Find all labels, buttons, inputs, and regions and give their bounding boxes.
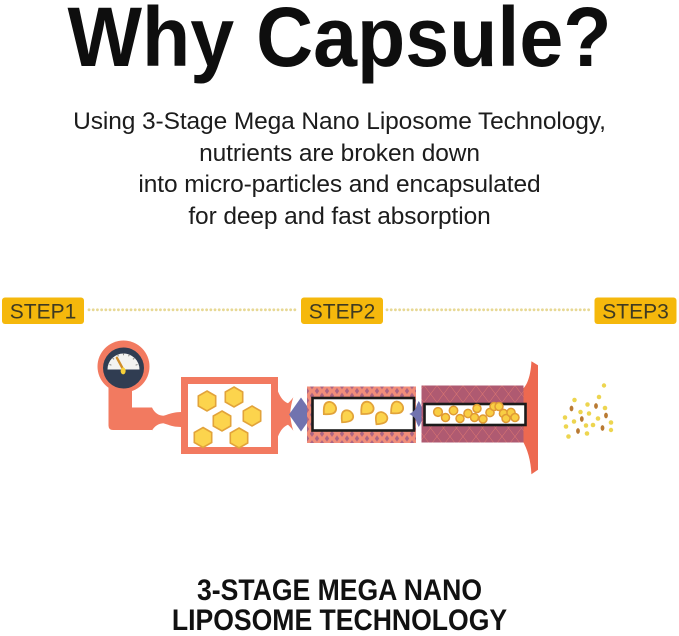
svg-text:STEP1: STEP1	[10, 300, 77, 323]
svg-text:STEP2: STEP2	[309, 300, 376, 323]
svg-text:STEP3: STEP3	[602, 300, 669, 323]
